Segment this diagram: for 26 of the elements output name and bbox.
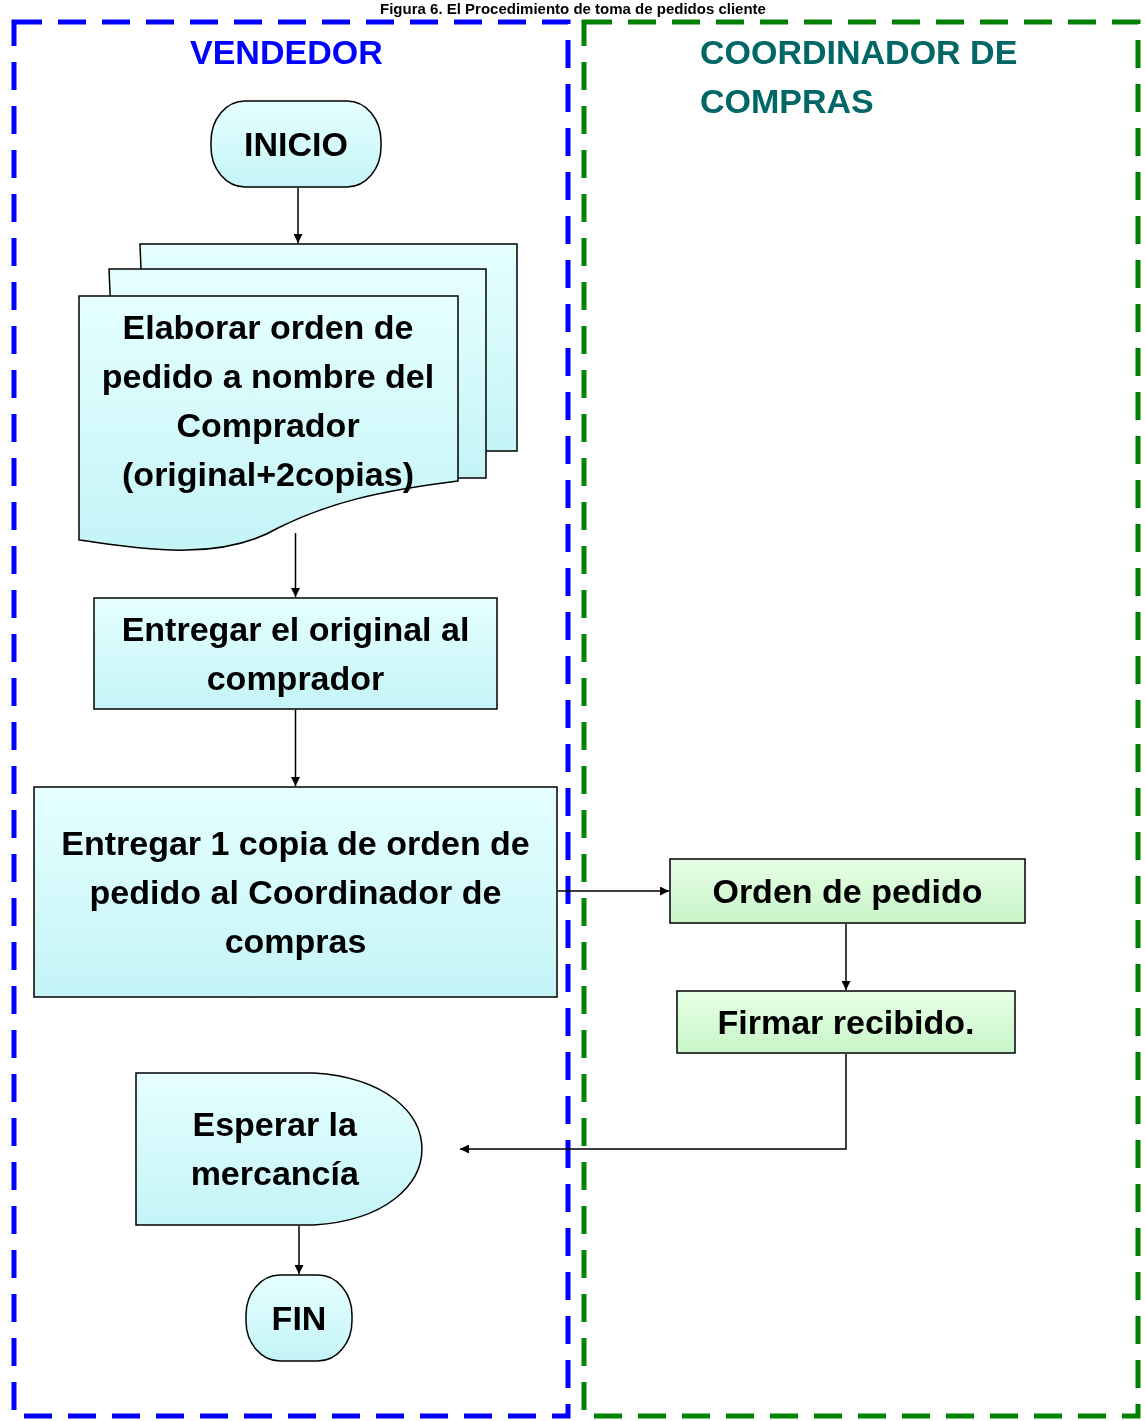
node-label: Esperar la mercancía	[189, 1104, 360, 1194]
terminator-shape	[245, 1274, 353, 1362]
node-label: Elaborar orden de pedido a nombre del Comprador (original+2copias)	[100, 307, 436, 495]
arrow	[841, 923, 851, 991]
arrow	[291, 532, 300, 598]
arrow	[459, 1053, 847, 1154]
diagram-title: Figura 6. El Procedimiento de toma de pedidos cliente	[379, 0, 767, 18]
arrow	[291, 709, 300, 787]
lane-header: VENDEDOR	[190, 32, 383, 73]
node-label: INICIO	[243, 123, 349, 165]
terminator-shape	[210, 100, 382, 188]
arrow	[293, 187, 303, 244]
arrow	[557, 886, 670, 896]
process-box	[669, 858, 1026, 924]
process-box	[33, 786, 558, 998]
node-label: Firmar recibido.	[716, 1001, 976, 1043]
node-label: Entregar 1 copia de orden de pedido al Coordinador de compras	[60, 822, 531, 962]
node-label: Entregar el original al comprador	[120, 608, 471, 699]
process-box	[676, 990, 1016, 1054]
process-box	[93, 597, 498, 710]
lane-header: COORDINADOR DE COMPRAS	[700, 32, 1019, 122]
arrow	[294, 1225, 304, 1275]
swimlane	[582, 20, 1140, 1418]
node-label: FIN	[270, 1297, 328, 1339]
node-label: Orden de pedido	[711, 870, 984, 912]
swimlane	[12, 20, 570, 1418]
